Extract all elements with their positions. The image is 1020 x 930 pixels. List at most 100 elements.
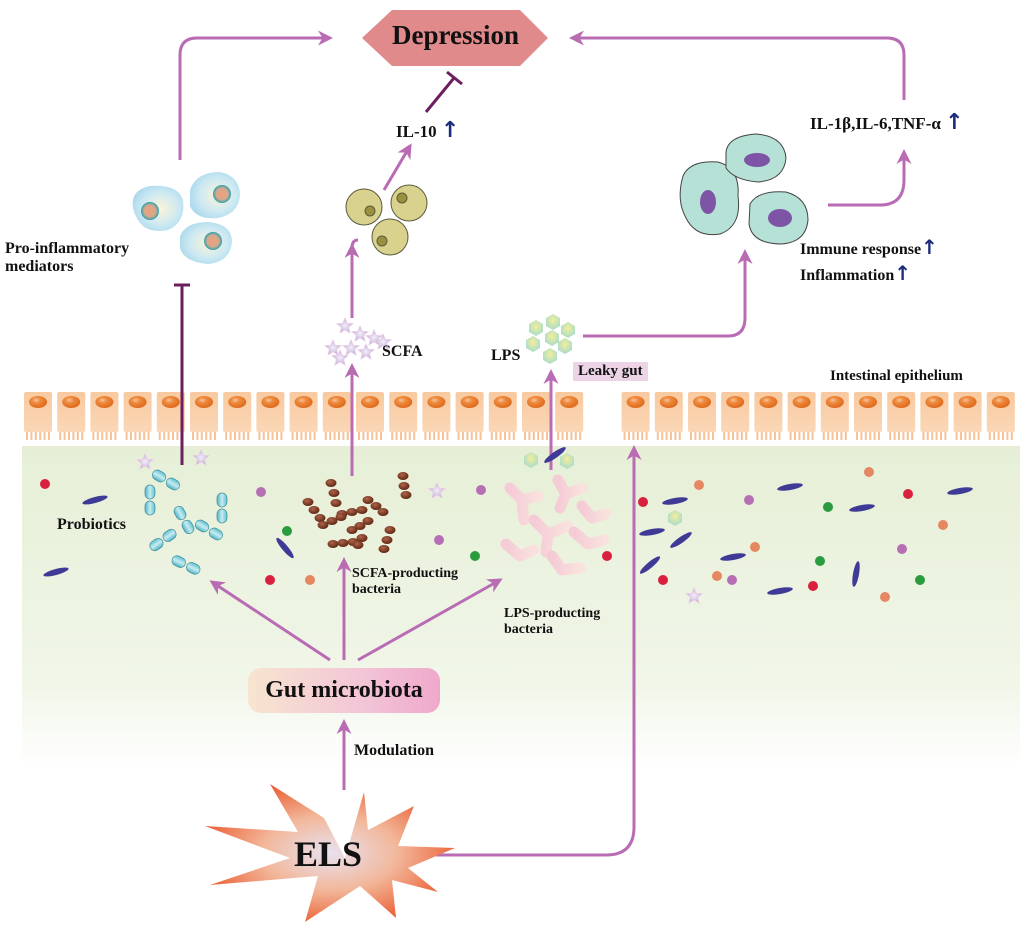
particle-rod <box>849 504 875 512</box>
immune-cells <box>679 133 809 245</box>
particle-rod <box>670 532 692 548</box>
particle-dot <box>727 575 737 585</box>
scfa-bacteria-line1: SCFA-producting <box>352 566 459 581</box>
particle-rod <box>767 587 793 595</box>
epithelial-cell <box>488 392 517 440</box>
epithelial-cell <box>654 392 683 440</box>
particle-dot <box>915 575 925 585</box>
pro-inflammatory-label: Pro-inflammatory mediators <box>5 240 129 277</box>
intestinal-epithelium-cells <box>24 392 1015 440</box>
particle-dot <box>658 575 668 585</box>
epithelial-cell <box>57 392 86 440</box>
particle-dot <box>694 480 704 490</box>
particle-dot <box>880 592 890 602</box>
il10-text: IL-10 <box>396 122 437 141</box>
particle-dot <box>256 487 266 497</box>
els-label: ELS <box>294 834 363 874</box>
scfa-bacteria-chain <box>346 517 374 534</box>
arrow-microbiota-to-probiotics <box>209 580 331 662</box>
arrow-microbiota-to-lps-bacteria <box>357 578 503 662</box>
cytokines-text: IL-1β,IL-6,TNF-α <box>810 114 941 133</box>
epithelial-cell <box>621 392 650 440</box>
particle-dot <box>638 497 648 507</box>
lumen-particles <box>40 447 973 604</box>
epithelial-cell <box>289 392 318 440</box>
particle-dot <box>938 520 948 530</box>
scfa-bacteria-chain <box>327 538 359 548</box>
leaky-gut-label: Leaky gut <box>573 362 648 382</box>
scfa-producing-bacteria-shapes <box>302 472 412 553</box>
particle-dot <box>750 542 760 552</box>
arrow-immune-to-cytokines <box>828 149 912 207</box>
epithelial-cell <box>887 392 916 440</box>
up-arrow-icon: ↑ <box>894 261 911 285</box>
probiotic-rod <box>149 528 177 552</box>
particle-dot <box>470 551 480 561</box>
inhibit-bar-il10 <box>446 70 463 86</box>
epithelial-cell <box>322 392 351 440</box>
scfa-bacteria-label: SCFA-producting bacteria <box>352 566 458 598</box>
depression-label: Depression <box>391 20 519 50</box>
scfa-bacteria-chain <box>302 498 326 522</box>
epithelial-cell <box>156 392 185 440</box>
epithelial-cell <box>854 392 882 440</box>
epithelial-cell <box>754 392 783 440</box>
scfa-bacteria-chain <box>352 534 368 549</box>
particle-dot <box>815 556 825 566</box>
els-starburst <box>205 784 455 922</box>
scfa-bacteria-chain <box>397 472 412 499</box>
depression-node-shape <box>362 10 548 66</box>
epithelial-cell <box>820 392 849 440</box>
epithelial-cell <box>256 392 285 440</box>
arrow-els-to-leaky-gut <box>436 445 642 857</box>
epithelial-cell <box>522 392 550 440</box>
particle-dot <box>744 495 754 505</box>
epithelial-cell <box>190 392 218 440</box>
particle-dot <box>602 551 612 561</box>
particle-dot <box>434 535 444 545</box>
lps-bacteria-line2: bacteria <box>504 622 553 638</box>
epithelial-cell <box>389 392 418 440</box>
particle-rod <box>82 495 108 505</box>
pro-inflammatory-line2: mediators <box>5 258 74 276</box>
probiotic-rod <box>173 505 195 535</box>
epithelial-cell <box>787 392 816 440</box>
up-arrow-icon: ↑ <box>921 235 938 259</box>
particle-rod <box>639 556 661 574</box>
epithelial-cell <box>986 392 1015 440</box>
probiotic-rod <box>216 492 228 524</box>
pro-inflammatory-line1: Pro-inflammatory <box>5 240 130 257</box>
gut-microbiota-node: Gut microbiota <box>248 668 440 713</box>
cytokines-label: IL-1β,IL-6,TNF-α ↑ <box>810 110 964 135</box>
lps-label: LPS <box>491 347 521 364</box>
modulation-label: Modulation <box>354 742 435 759</box>
probiotics-bacteria <box>144 469 228 575</box>
particle-dot <box>808 581 818 591</box>
scfa-target-cells <box>345 184 428 256</box>
particle-dot <box>476 485 486 495</box>
particle-dot <box>864 467 874 477</box>
epithelial-cell <box>555 392 584 440</box>
scfa-bacteria-line2: bacteria <box>352 582 401 598</box>
arrow-cytokines-to-depression <box>569 30 906 100</box>
particle-dot <box>282 526 292 536</box>
scfa-bacteria-chain <box>362 496 389 516</box>
scfa-bacteria-chain <box>325 479 342 507</box>
particle-dot <box>897 544 907 554</box>
immune-response-label: Immune response↑ <box>800 236 938 259</box>
epithelial-cell <box>455 392 484 440</box>
particle-rod <box>720 553 746 561</box>
particle-rod <box>276 537 294 559</box>
probiotic-rod <box>194 519 224 541</box>
epithelial-cell <box>356 392 384 440</box>
particle-dot <box>305 575 315 585</box>
up-arrow-icon: ↑ <box>945 110 964 135</box>
lps-molecules <box>526 314 575 364</box>
lps-producing-bacteria-shapes <box>500 474 612 576</box>
epithelial-cell <box>223 392 252 440</box>
inflammation-text: Inflammation <box>800 267 895 284</box>
epithelial-cell <box>90 392 119 440</box>
particle-rod <box>544 447 566 463</box>
